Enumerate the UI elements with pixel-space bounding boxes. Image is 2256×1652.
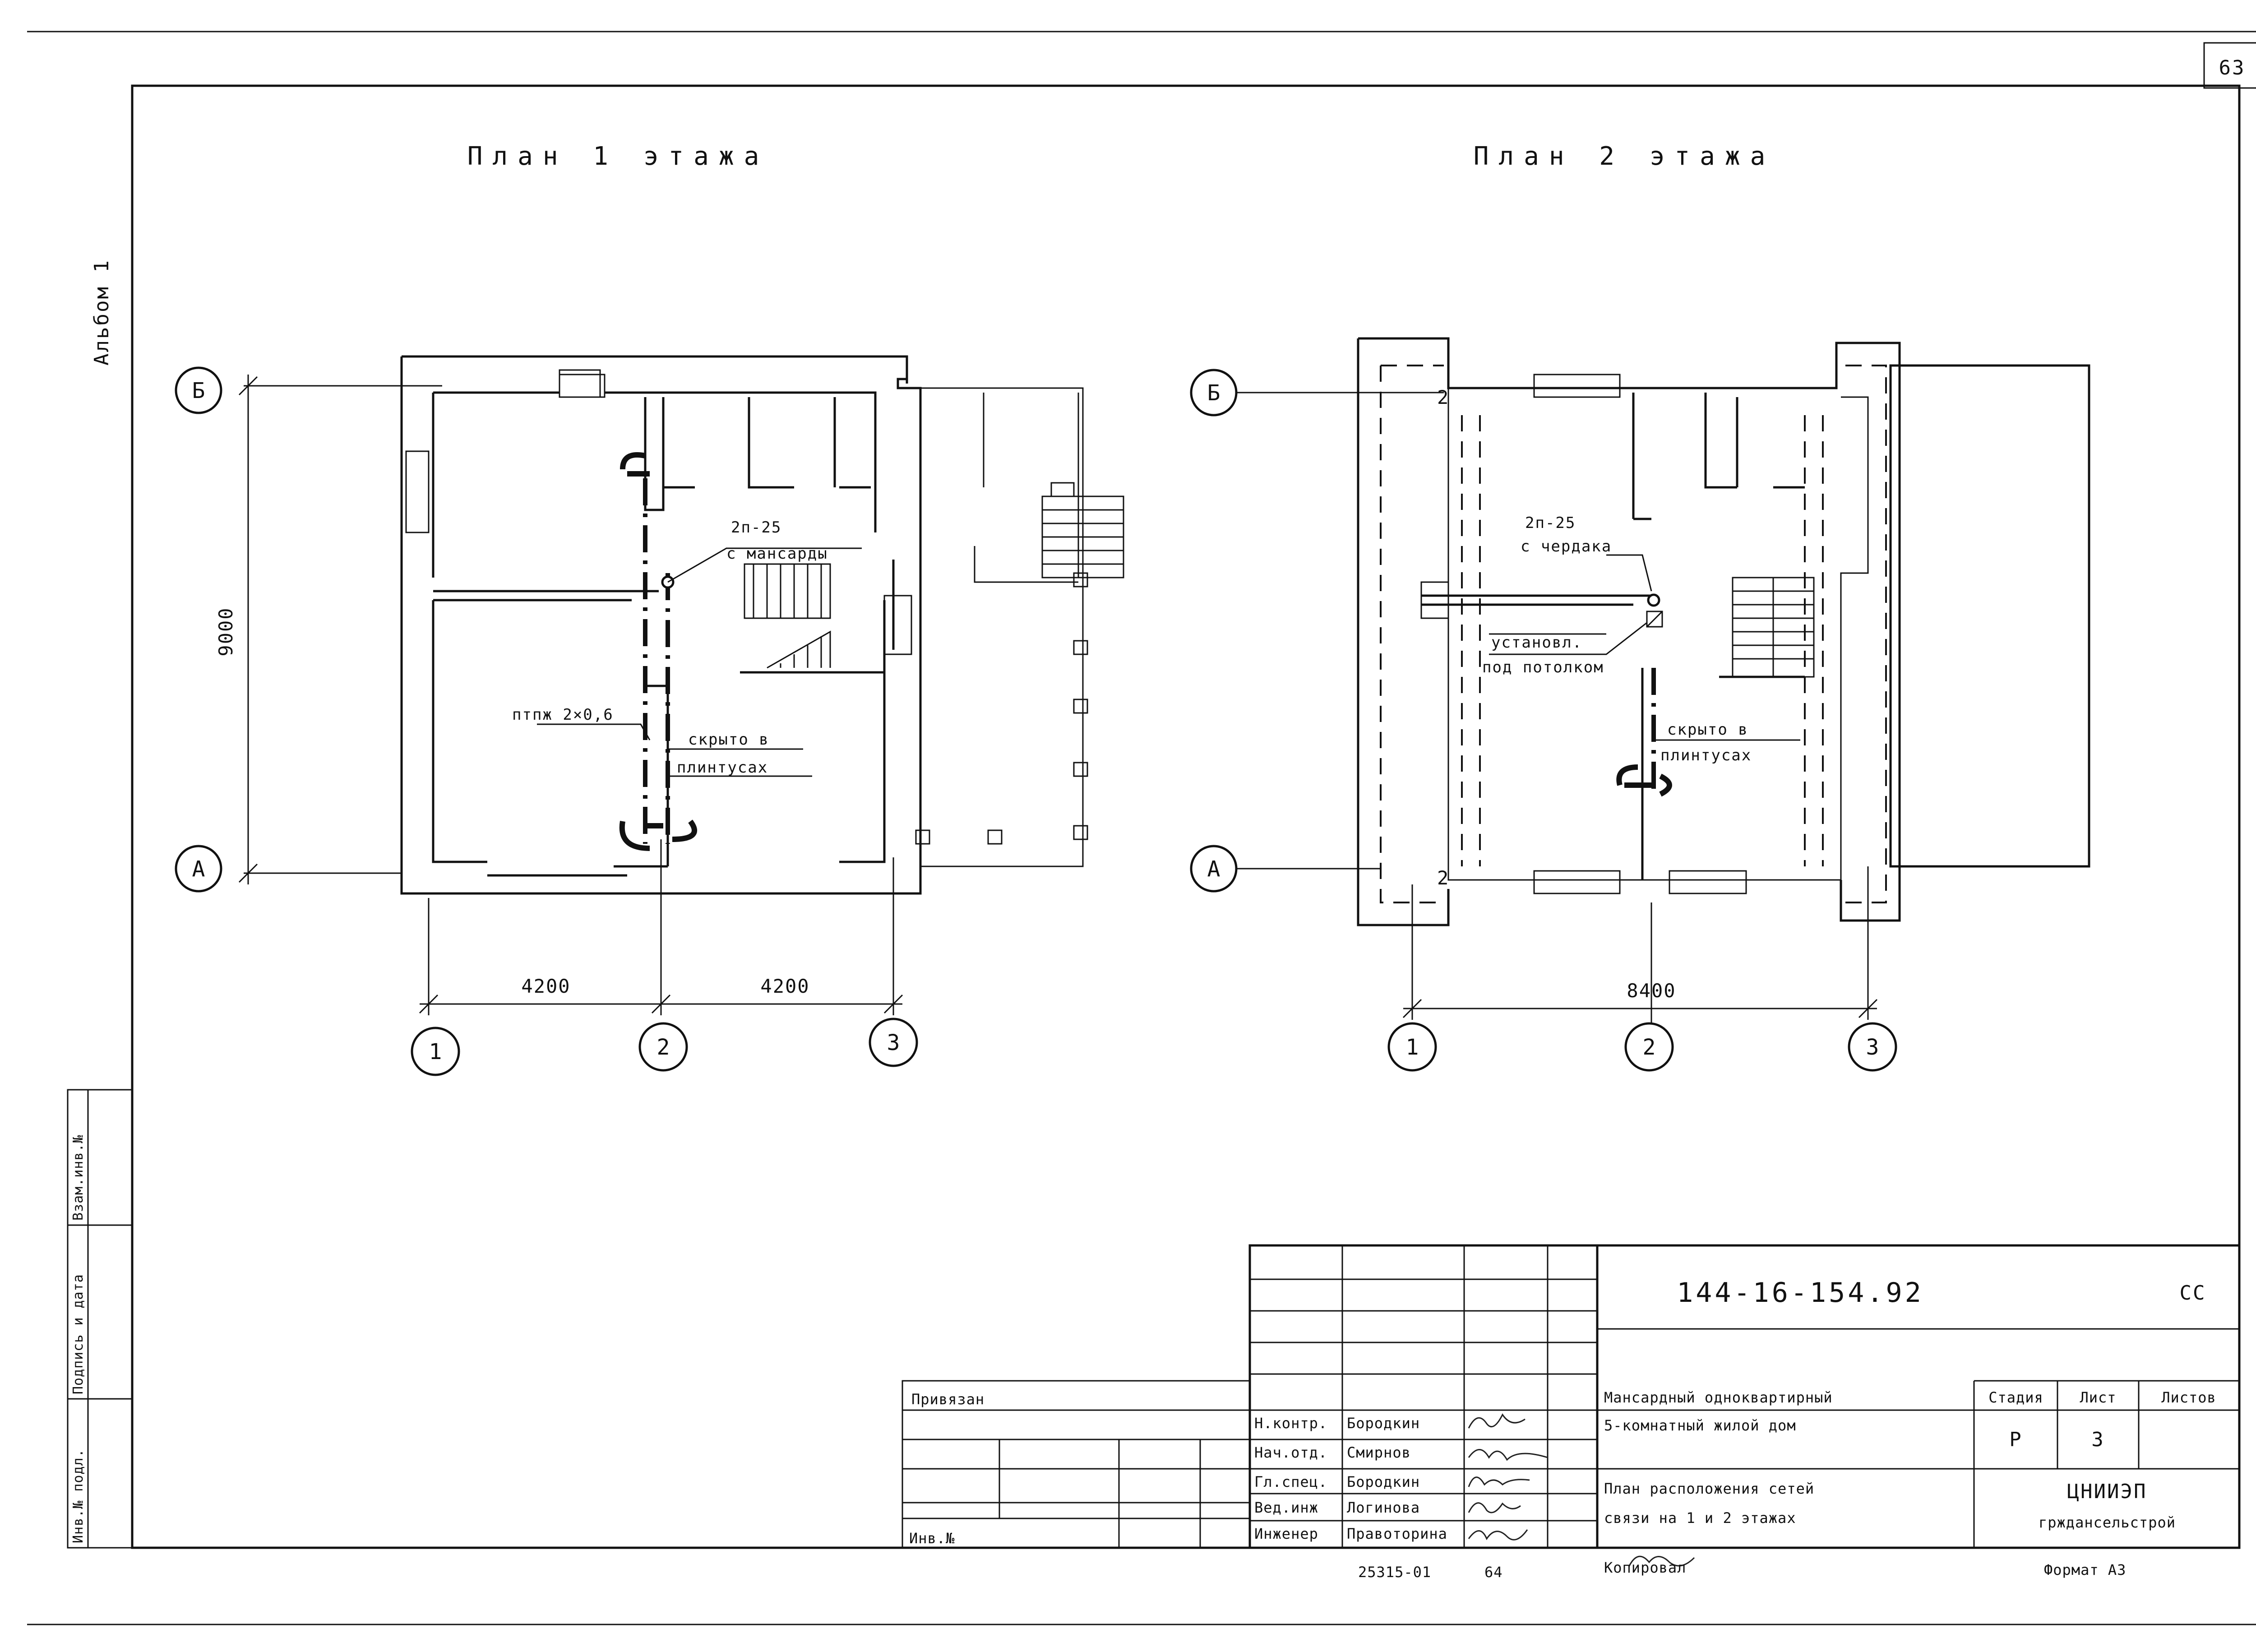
- tb-role-5: Инженер: [1254, 1525, 1318, 1542]
- plan1-axis-col-3: [869, 1018, 918, 1067]
- plan1-axis-col-3-label: 3: [887, 1030, 900, 1055]
- stamp-podpis: Подпись и дата: [70, 1274, 86, 1394]
- tb-name-4: Логинова: [1347, 1499, 1420, 1516]
- plan1-axis-col-2: [638, 1022, 688, 1072]
- tb-name-2: Смирнов: [1347, 1444, 1411, 1461]
- plan2-dim-span: 8400: [1627, 980, 1676, 1002]
- tb-role-2: Нач.отд.: [1254, 1444, 1327, 1461]
- plan1-axis-col-2-label: 2: [657, 1035, 670, 1060]
- tb-format: Формат А3: [2044, 1561, 2126, 1578]
- plan1-cable-from: с мансарды: [726, 545, 828, 563]
- plan2-axis-row-b-label: Б: [1207, 380, 1220, 406]
- tb-stage: Р: [2009, 1428, 2023, 1451]
- stamp-vzam: Взам.инв.№: [70, 1134, 86, 1221]
- tb-bottom-sheet: 64: [1484, 1564, 1503, 1581]
- plan2-wall-mark-bottom: 2: [1437, 867, 1449, 889]
- tb-sheet-name-1: План расположения сетей: [1604, 1480, 1814, 1497]
- plan1-dim-span-2: 4200: [760, 975, 809, 997]
- tb-stage-header: Стадия: [1988, 1389, 2043, 1406]
- plan2-axis-col-3: [1848, 1022, 1897, 1072]
- stamp-inv-podl: Инв.№ подл.: [70, 1448, 86, 1543]
- plan1-axis-row-b-label: Б: [192, 378, 205, 403]
- plan1-axis-col-1-label: 1: [429, 1039, 442, 1064]
- plan2-cable-spec: 2п-25: [1525, 514, 1576, 532]
- tb-doc-mark: СС: [2180, 1282, 2206, 1305]
- tb-org-1: ЦНИИЭП: [2067, 1480, 2147, 1503]
- tb-sheet-name-2: связи на 1 и 2 этажах: [1604, 1509, 1796, 1527]
- tb-inv-no: Инв.№: [909, 1530, 955, 1547]
- plan2-axis-row-b: [1190, 369, 1238, 416]
- plan2-axis-col-1: [1387, 1022, 1437, 1072]
- tb-name-1: Бородкин: [1347, 1415, 1420, 1432]
- plan2-axis-row-a-label: А: [1207, 856, 1220, 882]
- plan1-hidden-1: скрыто в: [688, 731, 769, 749]
- tb-role-1: Н.контр.: [1254, 1415, 1327, 1432]
- plan1-cable-spec: 2п-25: [731, 518, 781, 537]
- tb-copied: Копировал: [1604, 1559, 1686, 1576]
- plan-floor-1: План 1 этажа: [175, 142, 1124, 1076]
- plan2-wall-mark-top: 2: [1437, 386, 1449, 408]
- tb-object-name-2: 5-комнатный жилой дом: [1604, 1417, 1796, 1434]
- plan2-hidden-2: плинтусах: [1660, 746, 1752, 764]
- plan1-axis-row-a: [175, 845, 222, 893]
- tb-doc-code: 144-16-154.92: [1677, 1277, 1924, 1309]
- left-stamp: Инв.№ подл. Подпись и дата Взам.инв.№: [67, 1089, 133, 1549]
- plan2-install-1: установл.: [1491, 634, 1582, 652]
- plan1-dim-vertical: 9000: [215, 607, 237, 656]
- plan2-cable-from: с чердака: [1521, 537, 1612, 555]
- tb-org-2: грждансельстрой: [2039, 1514, 2176, 1531]
- signatures-image: [1468, 1413, 1695, 1567]
- plan1-axis-row-a-label: А: [192, 856, 205, 882]
- plan1-axis-row-b: [175, 366, 222, 414]
- tb-role-4: Вед.инж: [1254, 1499, 1318, 1516]
- plan2-axis-row-a: [1190, 845, 1238, 893]
- plan2-title: План 2 этажа: [1474, 142, 1775, 171]
- plan2-axis-col-1-label: 1: [1406, 1035, 1419, 1060]
- title-block: Привязан Инв.№ 144-16-154.92 СС Н.контр.…: [901, 1244, 2241, 1581]
- tb-sheet: 3: [2091, 1428, 2105, 1451]
- tb-object-name-1: Мансардный одноквартирный: [1604, 1389, 1833, 1406]
- tb-bottom-number: 25315-01: [1358, 1564, 1431, 1581]
- tb-name-5: Правоторина: [1347, 1525, 1447, 1542]
- plan1-title: План 1 этажа: [467, 142, 769, 171]
- plan2-hidden-1: скрыто в: [1667, 721, 1748, 739]
- page-number-box: [2203, 42, 2256, 89]
- plan1-axis-col-1: [411, 1027, 460, 1076]
- plan2-axis-col-3-label: 3: [1866, 1035, 1879, 1060]
- tb-privyazan: Привязан: [911, 1391, 985, 1408]
- album-label: Альбом 1: [90, 259, 113, 366]
- tb-name-3: Бородкин: [1347, 1473, 1420, 1490]
- tb-role-3: Гл.спец.: [1254, 1473, 1327, 1490]
- plan1-dim-span-1: 4200: [521, 975, 570, 997]
- plan1-hidden-2: плинтусах: [677, 759, 768, 777]
- plan2-install-2: под потолком: [1482, 658, 1604, 676]
- plan1-wire-spec: птпж 2×0,6: [512, 706, 614, 724]
- tb-sheets-header: Листов: [2161, 1389, 2216, 1406]
- plan2-axis-col-2: [1624, 1022, 1674, 1072]
- page-number: 63: [2219, 56, 2246, 79]
- plan-floor-2: План 2 этажа 2: [1190, 142, 2090, 1072]
- tb-sheet-header: Лист: [2080, 1389, 2116, 1406]
- plan2-axis-col-2-label: 2: [1643, 1035, 1656, 1060]
